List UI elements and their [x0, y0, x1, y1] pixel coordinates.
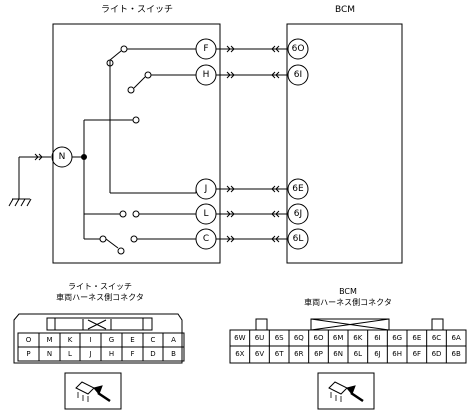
right-connector-cell: 6G [392, 334, 403, 342]
left-connector-cell: O [25, 336, 32, 344]
connector-arrow [34, 153, 43, 161]
pin-6I-circle [287, 64, 309, 86]
switch-contact [132, 210, 140, 218]
right-connector-cell: 6B [451, 350, 461, 358]
right-connector-cell: 6I [374, 334, 381, 342]
right-connector-cell: 6A [451, 334, 461, 342]
switch-contact [132, 116, 140, 124]
pin-6O-circle [287, 38, 309, 60]
light-switch-title: ライト・スイッチ [100, 5, 173, 15]
pin-6L-label: 6L [292, 234, 304, 244]
connector-arrow [226, 45, 235, 53]
right-connector-cell: 6J [374, 350, 381, 358]
pin-6E-circle [287, 178, 309, 200]
connector-arrow [226, 210, 235, 218]
right-plug-icon [317, 372, 375, 410]
right-connector-cell: 6X [235, 350, 245, 358]
pin-F-label: F [203, 44, 209, 54]
pin-N-label: N [58, 152, 66, 162]
pin-6J-label: 6J [293, 209, 303, 219]
left-plug-icon [64, 372, 122, 410]
right-connector-cell: 6Q [293, 334, 304, 342]
left-connector-title-2: 車両ハーネス側コネクタ [56, 293, 144, 302]
right-connector-cell: 6R [294, 350, 304, 358]
bcm-box [286, 23, 403, 264]
right-connector-cell: 6N [333, 350, 343, 358]
left-connector-cell: E [130, 336, 135, 344]
connector-arrow [271, 185, 280, 193]
switch-contact [127, 86, 135, 94]
right-connector-cell: 6L [353, 350, 362, 358]
pin-J-label: J [204, 184, 208, 194]
right-connector-cell: 6W [234, 334, 246, 342]
light-switch-box [52, 23, 221, 264]
switch-contact [119, 210, 127, 218]
right-connector-cell: 6V [254, 350, 265, 358]
connector-arrow [271, 210, 280, 218]
pin-C-label: C [202, 234, 210, 244]
left-connector-cell: A [171, 336, 176, 344]
right-connector-cell: 6K [353, 334, 363, 342]
connector-arrow [271, 71, 280, 79]
pin-H-label: H [202, 70, 210, 80]
left-connector-title-1: ライト・スイッチ [68, 282, 132, 291]
left-connector-cell: H [108, 350, 115, 358]
right-connector-title-1: BCM [339, 287, 357, 296]
right-connector-cell: 6M [332, 334, 344, 342]
right-connector-cell: 6H [392, 350, 403, 358]
pin-L-label: L [203, 209, 209, 219]
pin-6E-label: 6E [292, 184, 304, 194]
switch-contact [120, 45, 128, 53]
left-connector-cell: N [46, 350, 53, 358]
left-connector-housing [13, 313, 185, 364]
right-connector-cell: 6U [254, 334, 265, 342]
left-connector-cell: L [68, 350, 72, 358]
connector-arrow [226, 235, 235, 243]
right-connector-cell: 6S [274, 334, 284, 342]
switch-contact [99, 235, 107, 243]
pin-6J-circle [287, 203, 309, 225]
pin-6O-label: 6O [291, 44, 305, 54]
switch-contact [130, 235, 138, 243]
left-connector-cell: F [130, 350, 135, 358]
left-connector-cell: P [26, 350, 31, 358]
left-connector-cell: I [89, 336, 92, 344]
pin-6I-label: 6I [293, 70, 303, 80]
right-connector-cell: 6D [431, 350, 442, 358]
right-connector-title-2: 車両ハーネス側コネクタ [304, 298, 392, 307]
left-connector-cell: K [67, 336, 73, 344]
connector-arrow [271, 235, 280, 243]
left-connector-cell: B [171, 350, 176, 358]
connector-arrow [271, 45, 280, 53]
right-connector-cell: 6E [412, 334, 422, 342]
right-connector-cell: 6T [274, 350, 284, 358]
right-connector-cell: 6P [314, 350, 323, 358]
left-connector-cell: C [150, 336, 156, 344]
ground-symbol [8, 157, 32, 207]
switch-contact [117, 247, 125, 255]
switch-contact [106, 59, 114, 67]
left-connector-cell: J [89, 350, 92, 358]
right-connector-cell: 6O [313, 334, 324, 342]
right-connector-cell: 6C [431, 334, 442, 342]
connector-arrow [226, 185, 235, 193]
left-connector-cell: D [150, 350, 156, 358]
connector-arrow [226, 71, 235, 79]
right-connector-cell: 6F [412, 350, 422, 358]
switch-contact [144, 71, 152, 79]
left-connector-cell: G [108, 336, 115, 344]
left-connector-cell: M [46, 336, 53, 344]
pin-6L-circle [287, 228, 309, 250]
bcm-title: BCM [334, 5, 356, 15]
